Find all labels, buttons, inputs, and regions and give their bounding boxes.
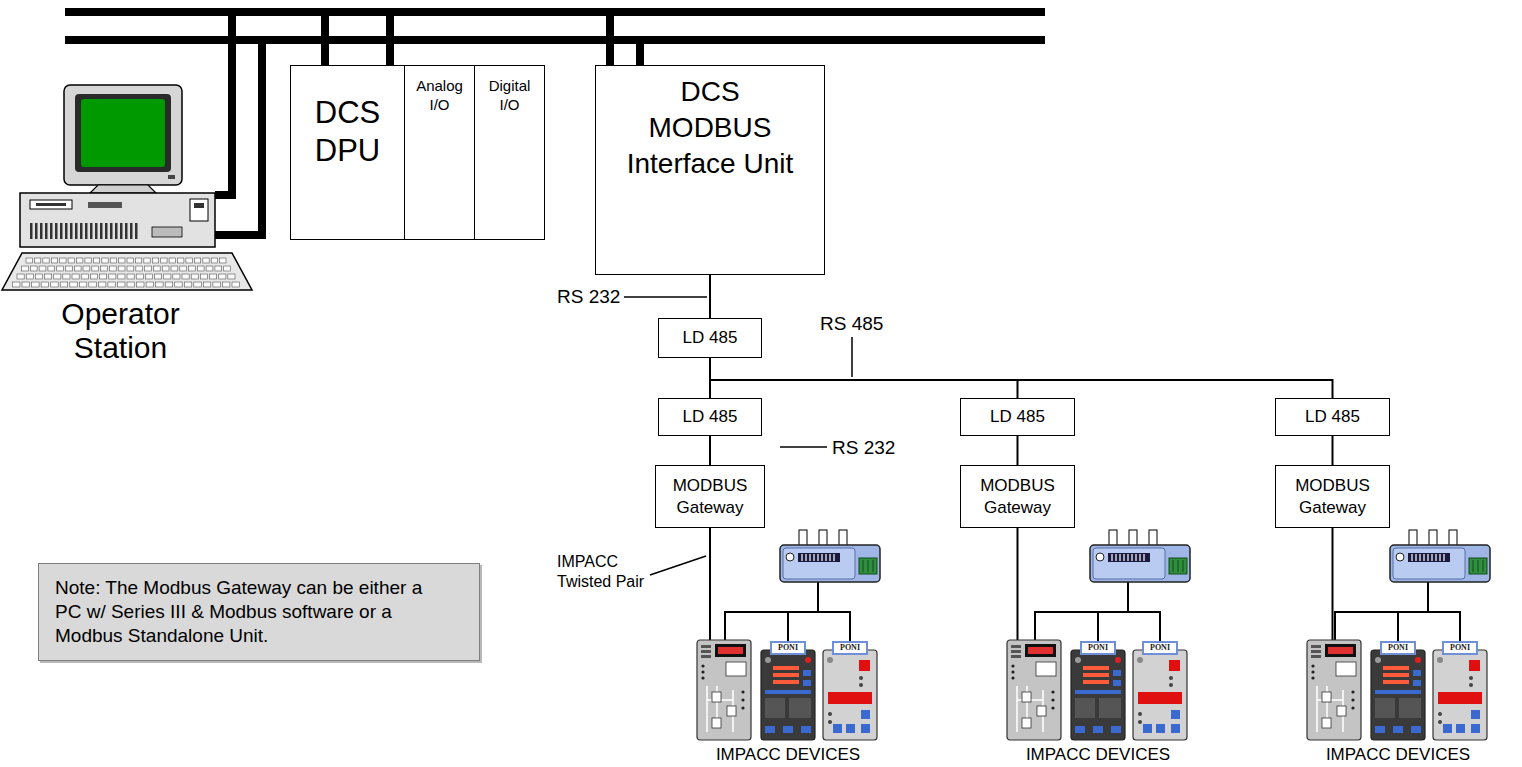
serial-connector bbox=[709, 528, 711, 640]
impacc-device-icons bbox=[693, 640, 883, 744]
poni-tag: PONI bbox=[1380, 641, 1416, 655]
node-text: DCS DPU bbox=[295, 94, 400, 170]
gateway-box: MODBUS Gateway bbox=[1275, 465, 1390, 528]
line-driver-box: LD 485 bbox=[658, 398, 762, 436]
poni-module bbox=[725, 530, 880, 641]
gateway-box: MODBUS Gateway bbox=[655, 465, 765, 528]
serial-connector bbox=[709, 436, 711, 465]
serial-connector bbox=[1332, 436, 1334, 465]
poni-tag: PONI bbox=[1080, 641, 1116, 655]
leader-line bbox=[650, 556, 706, 575]
device-group: IMPACC DEVICES bbox=[1003, 640, 1193, 766]
node-text: Operator Station bbox=[2, 297, 215, 365]
line-driver-box: LD 485 bbox=[658, 318, 762, 358]
node-text: Note: The Modbus Gateway can be either a… bbox=[55, 576, 439, 648]
node-text: DCS MODBUS Interface Unit bbox=[620, 74, 800, 182]
node-text: LD 485 bbox=[965, 407, 1070, 427]
serial-connector bbox=[1017, 436, 1019, 465]
interface-unit-box: DCS MODBUS Interface Unit bbox=[595, 65, 825, 275]
serial-connector bbox=[1332, 528, 1334, 640]
operator-station: Operator Station bbox=[2, 85, 215, 380]
poni-module bbox=[1335, 530, 1490, 641]
io-module-box: Digital I/O bbox=[474, 65, 545, 240]
node-text: LD 485 bbox=[663, 328, 757, 348]
impacc-device-icons bbox=[1303, 640, 1493, 744]
node-text: Digital I/O bbox=[479, 76, 540, 114]
note-box: Note: The Modbus Gateway can be either a… bbox=[38, 563, 480, 661]
io-module-box: Analog I/O bbox=[404, 65, 475, 240]
device-group: IMPACC DEVICES bbox=[1303, 640, 1493, 766]
poni-tag: PONI bbox=[832, 641, 868, 655]
leader-line bbox=[851, 337, 853, 377]
poni-tag: PONI bbox=[1142, 641, 1178, 655]
node-text: IMPACC DEVICES bbox=[1303, 745, 1493, 765]
node-text: IMPACC DEVICES bbox=[1003, 745, 1193, 765]
node-text: IMPACC DEVICES bbox=[693, 745, 883, 765]
device-group: IMPACC DEVICES bbox=[693, 640, 883, 766]
node-text: MODBUS Gateway bbox=[965, 475, 1070, 519]
node-text: LD 485 bbox=[1280, 407, 1385, 427]
interface-label: RS 232 bbox=[557, 285, 620, 309]
serial-connector bbox=[710, 358, 1018, 398]
processor-box: DCS DPU bbox=[290, 65, 405, 240]
gateway-box: MODBUS Gateway bbox=[960, 465, 1075, 528]
serial-connector bbox=[709, 275, 711, 318]
line-driver-box: LD 485 bbox=[1275, 398, 1390, 436]
interface-label: RS 232 bbox=[832, 436, 895, 460]
node-text: MODBUS Gateway bbox=[660, 475, 760, 519]
leader-line bbox=[780, 446, 827, 448]
bus-connector bbox=[390, 12, 610, 65]
poni-module bbox=[1035, 530, 1190, 641]
computer-icon bbox=[2, 85, 215, 290]
interface-label: RS 485 bbox=[820, 312, 883, 336]
cable-label: IMPACC Twisted Pair bbox=[557, 552, 649, 592]
impacc-device-icons bbox=[1003, 640, 1193, 744]
node-text: MODBUS Gateway bbox=[1280, 475, 1385, 519]
node-text: Analog I/O bbox=[409, 76, 470, 114]
poni-tag: PONI bbox=[1442, 641, 1478, 655]
line-driver-box: LD 485 bbox=[960, 398, 1075, 436]
leader-line bbox=[624, 296, 707, 298]
poni-tag: PONI bbox=[770, 641, 806, 655]
serial-connector bbox=[710, 358, 1333, 398]
node-text: LD 485 bbox=[663, 407, 757, 427]
serial-connector bbox=[1017, 528, 1019, 640]
